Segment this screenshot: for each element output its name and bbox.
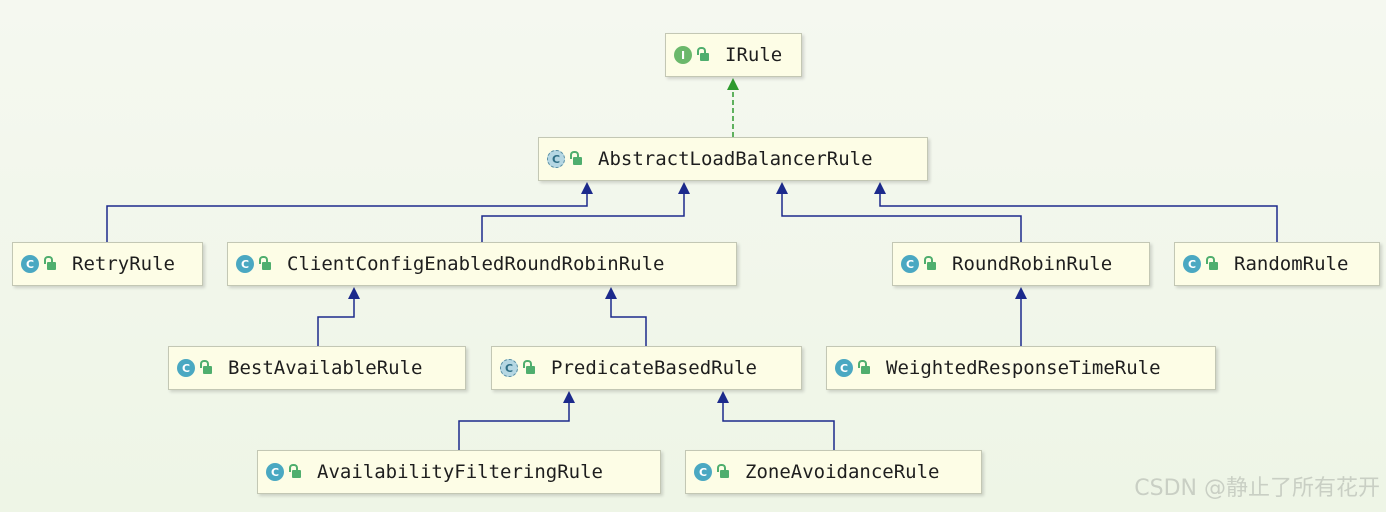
interface-icon: I [674, 46, 692, 64]
node-clientconfigenabledroundrobinrule[interactable]: C ClientConfigEnabledRoundRobinRule [227, 242, 737, 286]
public-lock-icon [697, 47, 709, 61]
arrowhead-icon [605, 287, 617, 299]
node-label: AvailabilityFilteringRule [317, 461, 603, 483]
watermark: CSDN @静止了所有花开 [1134, 476, 1380, 501]
node-label: IRule [725, 44, 783, 66]
edge-extends [781, 194, 1022, 242]
node-label: RandomRule [1234, 253, 1349, 275]
node-label: WeightedResponseTimeRule [886, 357, 1161, 379]
abstract-class-icon: C [500, 359, 518, 377]
node-irule[interactable]: I IRule [665, 33, 802, 77]
edge-extends [106, 194, 588, 242]
class-icon: C [236, 255, 254, 273]
node-label: ZoneAvoidanceRule [745, 461, 940, 483]
edge-extends [481, 194, 685, 242]
node-retryrule[interactable]: C RetryRule [12, 242, 203, 286]
node-availabilityfilteringrule[interactable]: C AvailabilityFilteringRule [257, 450, 661, 494]
public-lock-icon [717, 464, 729, 478]
edge-extends [610, 299, 647, 346]
class-icon: C [901, 255, 919, 273]
class-icon: C [21, 255, 39, 273]
node-label: AbstractLoadBalancerRule [598, 148, 873, 170]
class-icon: C [835, 359, 853, 377]
arrowhead-icon [874, 182, 886, 194]
public-lock-icon [1206, 256, 1218, 270]
class-icon: C [177, 359, 195, 377]
public-lock-icon [570, 151, 582, 165]
public-lock-icon [523, 360, 535, 374]
class-icon: C [1183, 255, 1201, 273]
arrowhead-icon [581, 182, 593, 194]
public-lock-icon [924, 256, 936, 270]
public-lock-icon [259, 256, 271, 270]
arrowhead-icon [563, 391, 575, 403]
node-label: RoundRobinRule [952, 253, 1113, 275]
node-label: BestAvailableRule [228, 357, 423, 379]
arrowhead-icon [348, 287, 360, 299]
node-weightedresponsetimerule[interactable]: C WeightedResponseTimeRule [826, 346, 1216, 390]
node-bestavailablerule[interactable]: C BestAvailableRule [168, 346, 466, 390]
abstract-class-icon: C [547, 150, 565, 168]
arrowhead-icon [717, 391, 729, 403]
node-label: ClientConfigEnabledRoundRobinRule [287, 253, 665, 275]
arrowhead-icon [1015, 287, 1027, 299]
node-predicatebasedrule[interactable]: C PredicateBasedRule [491, 346, 802, 390]
node-label: RetryRule [72, 253, 175, 275]
node-randomrule[interactable]: C RandomRule [1174, 242, 1380, 286]
edge-extends [458, 403, 570, 450]
public-lock-icon [858, 360, 870, 374]
node-label: PredicateBasedRule [551, 357, 757, 379]
edge-extends [722, 403, 835, 450]
node-abstractloadbalancerrule[interactable]: C AbstractLoadBalancerRule [538, 137, 928, 181]
arrowhead-icon [776, 182, 788, 194]
public-lock-icon [289, 464, 301, 478]
arrowhead-icon [678, 182, 690, 194]
edge-extends [317, 299, 355, 346]
class-icon: C [694, 463, 712, 481]
node-roundrobinrule[interactable]: C RoundRobinRule [892, 242, 1150, 286]
arrowhead-icon [727, 78, 739, 90]
edge-extends [879, 194, 1278, 242]
public-lock-icon [44, 256, 56, 270]
public-lock-icon [200, 360, 212, 374]
node-zoneavoidancerule[interactable]: C ZoneAvoidanceRule [685, 450, 982, 494]
class-icon: C [266, 463, 284, 481]
